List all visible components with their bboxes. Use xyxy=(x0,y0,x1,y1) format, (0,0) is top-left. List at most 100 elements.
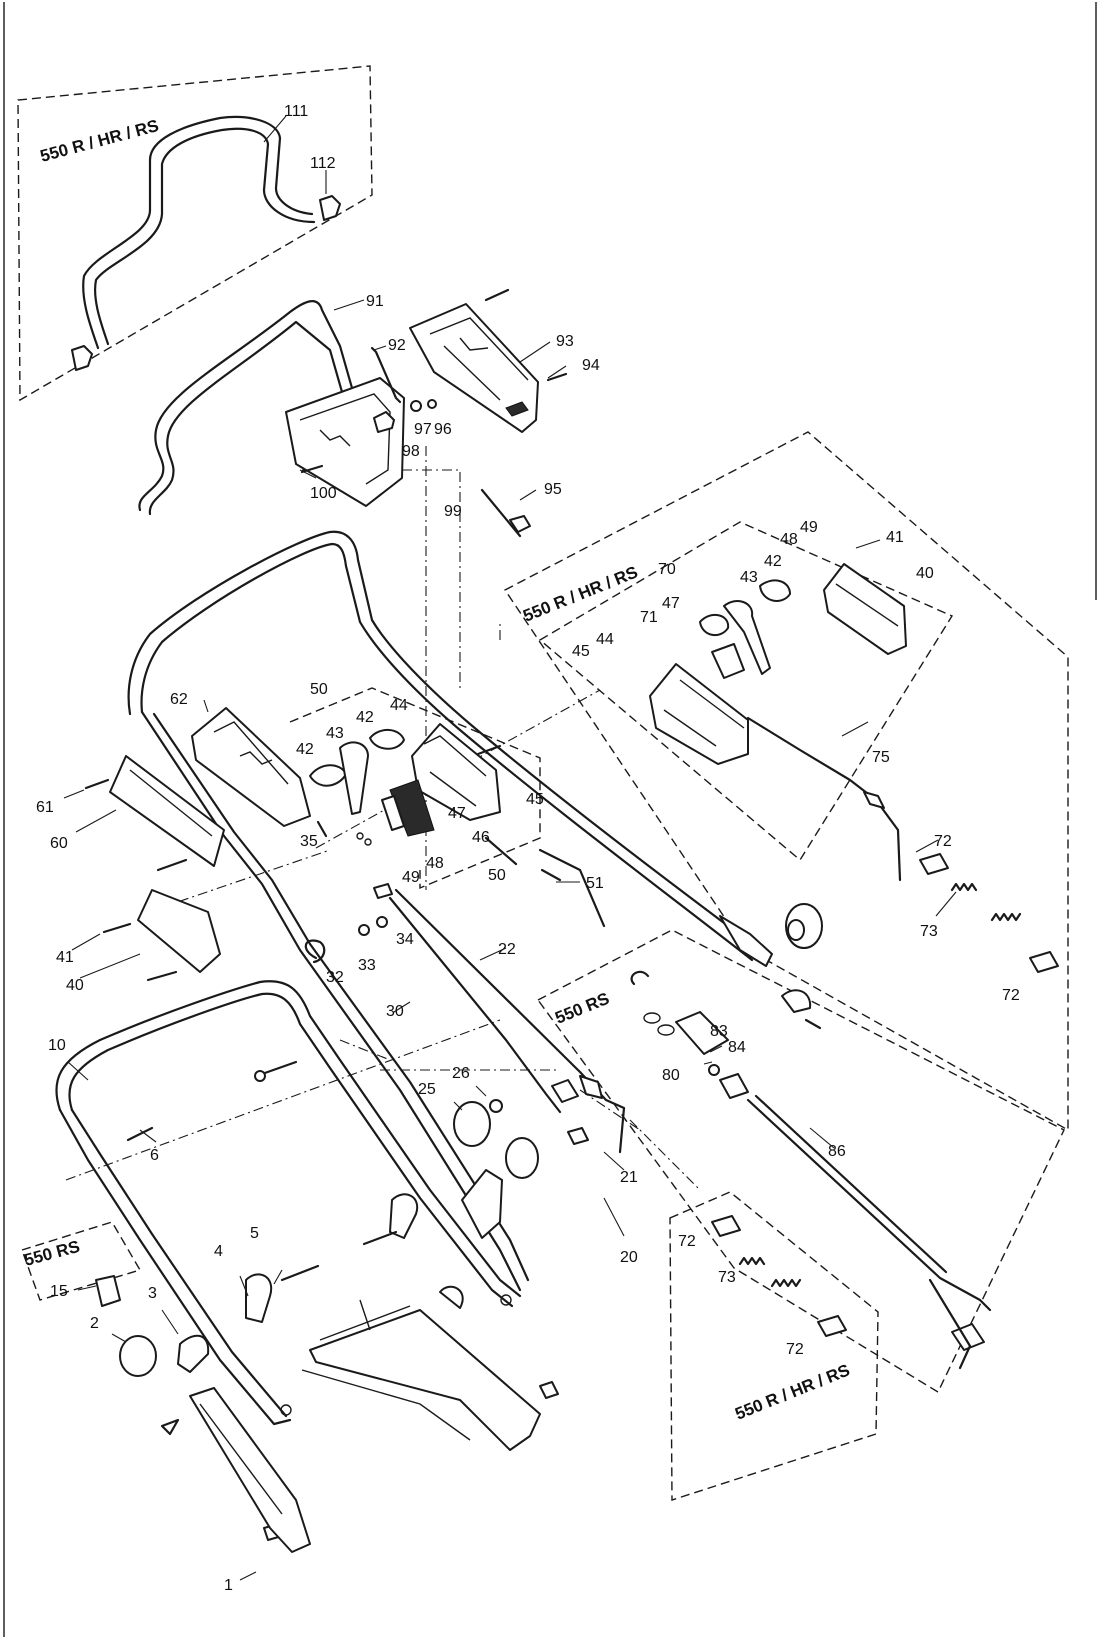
part-number-label: 48 xyxy=(780,531,798,548)
part-number-label: 91 xyxy=(366,293,384,310)
part-number-label: 96 xyxy=(434,421,452,438)
part-number-label: 43 xyxy=(740,569,758,586)
part-number-label: 49 xyxy=(800,519,818,536)
part-number-label: 4 xyxy=(214,1243,223,1260)
part-number-label: 6 xyxy=(150,1147,159,1164)
part-number-label: 45 xyxy=(572,643,590,660)
part-number-label: 93 xyxy=(556,333,574,350)
group-box-50-bracket xyxy=(289,687,541,890)
part-number-label: 48 xyxy=(426,855,444,872)
part-number-label: 41 xyxy=(56,949,74,966)
brackets-lower xyxy=(245,1079,589,1323)
part-number-label: 70 xyxy=(658,561,676,578)
cable-75 xyxy=(746,716,902,882)
part-number-label: 80 xyxy=(662,1067,680,1084)
part-number-label: 20 xyxy=(620,1249,638,1266)
part-number-label: 2 xyxy=(90,1315,99,1332)
part-number-label: 111 xyxy=(284,103,308,120)
part-number-label: 41 xyxy=(886,529,904,546)
part-number-label: 42 xyxy=(356,709,374,726)
part-number-label: 51 xyxy=(586,875,604,892)
part-number-label: 43 xyxy=(326,725,344,742)
screws-left-mid xyxy=(84,744,502,982)
part-number-label: 10 xyxy=(48,1037,66,1054)
part-number-label: 33 xyxy=(358,957,376,974)
group-box-left-lower xyxy=(21,1221,142,1301)
cable-22-30 xyxy=(388,836,626,1154)
part-number-label: 25 xyxy=(418,1081,436,1098)
cable-bracket-100 xyxy=(285,377,405,507)
leader-lines xyxy=(63,115,957,1581)
levers-42-43-left xyxy=(309,729,405,815)
part-number-label: 112 xyxy=(310,155,336,172)
part-number-label: 72 xyxy=(786,1341,804,1358)
levers-42-43-right xyxy=(699,579,791,679)
part-number-label: 42 xyxy=(296,741,314,758)
part-number-label: 99 xyxy=(444,503,462,520)
part-number-label: 47 xyxy=(662,595,680,612)
small-parts-upper xyxy=(300,288,568,538)
part-number-label: 97 xyxy=(414,421,432,438)
group-label-right-middle: 550 RS xyxy=(552,989,612,1028)
part-number-label: 95 xyxy=(544,481,562,498)
part-number-label: 1 xyxy=(224,1577,233,1594)
part-number-label: 72 xyxy=(1002,987,1020,1004)
part-number-label: 30 xyxy=(386,1003,404,1020)
part-number-label: 42 xyxy=(764,553,782,570)
part-number-label: 60 xyxy=(50,835,68,852)
part-number-label: 73 xyxy=(718,1269,736,1286)
part-number-label: 100 xyxy=(310,485,337,502)
part-number-label: 94 xyxy=(582,357,600,374)
deck-frame xyxy=(301,1285,559,1451)
control-housing-93 xyxy=(409,303,539,433)
part-number-label: 72 xyxy=(934,833,952,850)
part-number-label: 86 xyxy=(828,1143,846,1160)
part-number-label: 84 xyxy=(728,1039,746,1056)
main-handle-22 xyxy=(127,530,773,1292)
part-number-label: 26 xyxy=(452,1065,470,1082)
lower-lever-1 xyxy=(160,1387,311,1553)
part-number-label: 34 xyxy=(396,931,414,948)
group-label-top-left: 550 R / HR / RS xyxy=(38,116,161,166)
part-number-label: 44 xyxy=(390,697,408,714)
group-label-right-lower: 550 R / HR / RS xyxy=(732,1360,852,1423)
part-number-label: 49 xyxy=(402,869,420,886)
part-number-label: 92 xyxy=(388,337,406,354)
part-number-label: 61 xyxy=(36,799,54,816)
lower-handle-10 xyxy=(55,980,522,1426)
housing-44-left xyxy=(411,723,501,821)
spring-73-lower xyxy=(711,1215,847,1337)
knob-upper-right xyxy=(781,903,823,1030)
part-number-label: 83 xyxy=(710,1023,728,1040)
knobs-lower xyxy=(95,1099,539,1377)
part-number-label: 5 xyxy=(250,1225,259,1242)
bail-handle-111 xyxy=(71,115,341,371)
part-number-label: 50 xyxy=(488,867,506,884)
group-box-right-lower xyxy=(669,1191,879,1501)
part-number-label: 22 xyxy=(498,941,516,958)
cover-60 xyxy=(109,755,225,867)
part-46-47 xyxy=(381,779,435,837)
part-number-label: 62 xyxy=(170,691,188,708)
cover-40-right xyxy=(823,563,907,655)
upper-handle-91 xyxy=(138,300,370,516)
group-box-right-middle xyxy=(536,929,1065,1393)
part-number-label: 72 xyxy=(678,1233,696,1250)
lever-bracket-62 xyxy=(191,707,311,827)
housing-44-right xyxy=(649,663,749,765)
part-number-label: 46 xyxy=(472,829,490,846)
part-number-label: 75 xyxy=(872,749,890,766)
group-box-top-left xyxy=(17,65,373,402)
rs-cable-parts xyxy=(630,970,992,1370)
part-number-label: 40 xyxy=(66,977,84,994)
cover-40-left xyxy=(137,889,221,973)
spring-73-right xyxy=(919,853,1059,973)
part-number-label: 21 xyxy=(620,1169,638,1186)
part-number-label: 35 xyxy=(300,833,318,850)
part-number-label: 3 xyxy=(148,1285,157,1302)
group-label-left-lower: 550 RS xyxy=(22,1237,82,1270)
part-number-label: 45 xyxy=(526,791,544,808)
part-number-label: 44 xyxy=(596,631,614,648)
part-number-label: 71 xyxy=(640,609,658,626)
